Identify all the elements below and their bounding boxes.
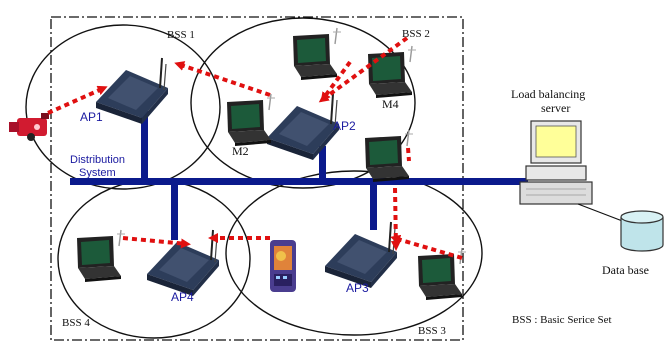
m2-label: M2 [232,144,249,158]
server-label-line1: Load balancing [511,87,585,101]
video-camera-icon [9,113,49,141]
m4-laptop-icon [367,45,417,99]
distribution-label-line2: System [79,167,116,179]
arrow-m2-ap1 [174,61,271,97]
ap3-label: AP3 [346,281,369,295]
arrow-laptop-ap3 [390,187,401,251]
ap4-router-icon [146,229,220,297]
laptop-bss4-icon [76,229,126,283]
association-arrows [47,36,463,260]
ap1-label: AP1 [80,110,103,124]
arrow-laptop-ap2 [320,60,352,103]
arrow-laptop-stub [406,147,411,162]
ap1-router-icon [95,57,169,125]
bss2-circle [190,17,416,189]
arrow-bss3-ap3 [390,234,463,260]
coverage-boundary [50,16,464,341]
bss4-label: BSS 4 [62,317,90,329]
bss3-circle [225,170,483,336]
arrow-camera-ap1 [47,85,108,115]
ap4-label: AP4 [171,290,194,304]
load-balancing-server-icon [519,120,593,205]
server-db-link [577,203,626,223]
legend-label: BSS : Basic Serice Set [512,314,612,326]
ap2-label: AP2 [333,119,356,133]
m2-laptop-icon [226,93,276,147]
arrow-laptop-ap4 [122,236,191,249]
distribution-backbone [70,106,528,240]
bss3-label: BSS 3 [418,325,446,337]
bss1-circle [25,24,221,190]
distribution-label-line1: Distribution [70,154,125,166]
database-cylinder-icon [620,210,664,252]
m4-label: M4 [382,97,399,111]
server-label-line2: server [541,101,570,115]
pda-icon [270,240,296,292]
ap3-router-icon [324,221,398,289]
database-label: Data base [602,263,649,277]
laptop-bss2-top-icon [292,27,342,81]
bss2-label: BSS 2 [402,28,430,40]
bss1-label: BSS 1 [167,29,195,41]
ap2-router-icon [266,93,340,161]
